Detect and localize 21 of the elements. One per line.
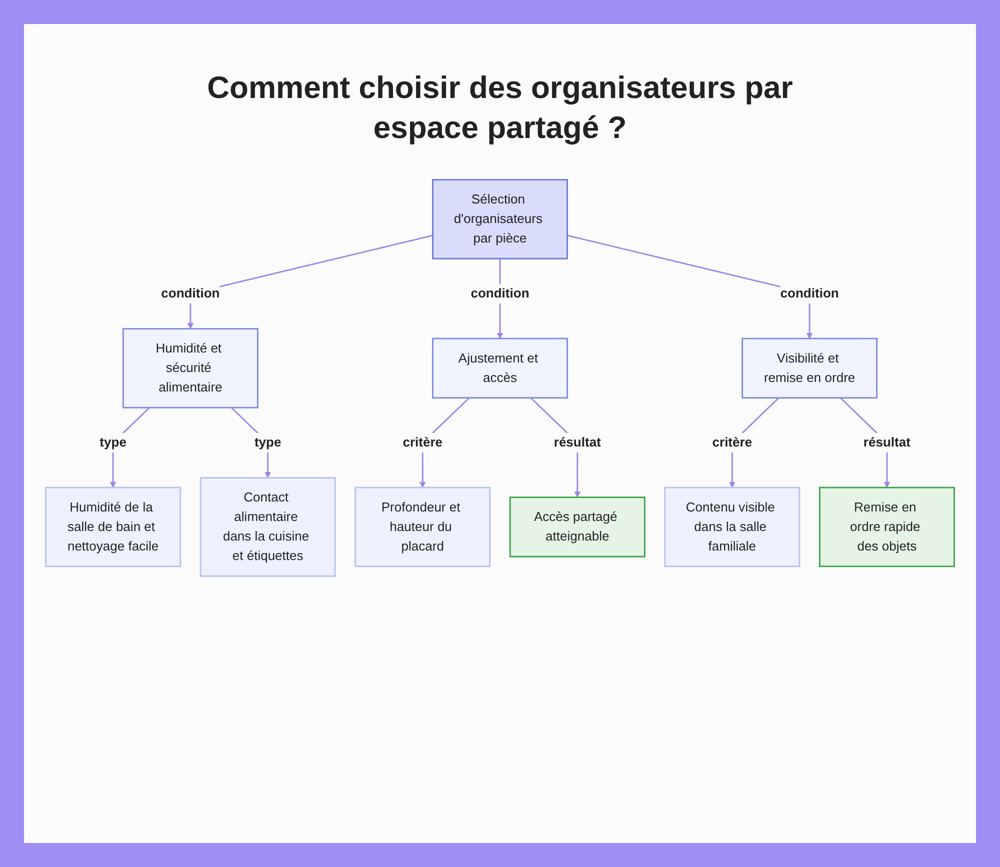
node-box (432, 179, 568, 260)
node-box (664, 486, 800, 568)
node-box (509, 496, 646, 558)
node-box (432, 338, 568, 399)
edge-label: condition (470, 286, 530, 301)
edge-label: critère (712, 435, 752, 450)
edge-label: condition (780, 286, 839, 301)
node-box (45, 486, 182, 568)
node-box (200, 477, 336, 577)
edge-label: condition (161, 286, 220, 301)
edge-label: type (254, 435, 282, 450)
title: Comment choisir des organisateurs par espace partagé ? (206, 69, 794, 147)
node-box (742, 338, 878, 399)
edge-label: résultat (863, 435, 910, 450)
node-box (354, 486, 491, 568)
edge-label: type (100, 435, 126, 450)
node-box (122, 328, 258, 408)
card-background: Comment choisir des organisateurs par espace partagé ? condition condition condition type type critère résultat critère résultat Sélection d'organisateurs par pièce Humidité et sécurité alimentaire Ajustement et accès Visibilité et remise en ordre Humidité de la salle de bain et nettoyage facile Contact alimentaire dans la cuisine et étiquettes Profondeur et hauteur du placard Accès partagé atteignable Contenu visible dans la salle familiale Remise en ordre rapide des objets (24, 24, 976, 843)
edge-label: résultat (554, 435, 601, 450)
node-box (818, 486, 955, 568)
edge-label: critère (402, 435, 443, 450)
